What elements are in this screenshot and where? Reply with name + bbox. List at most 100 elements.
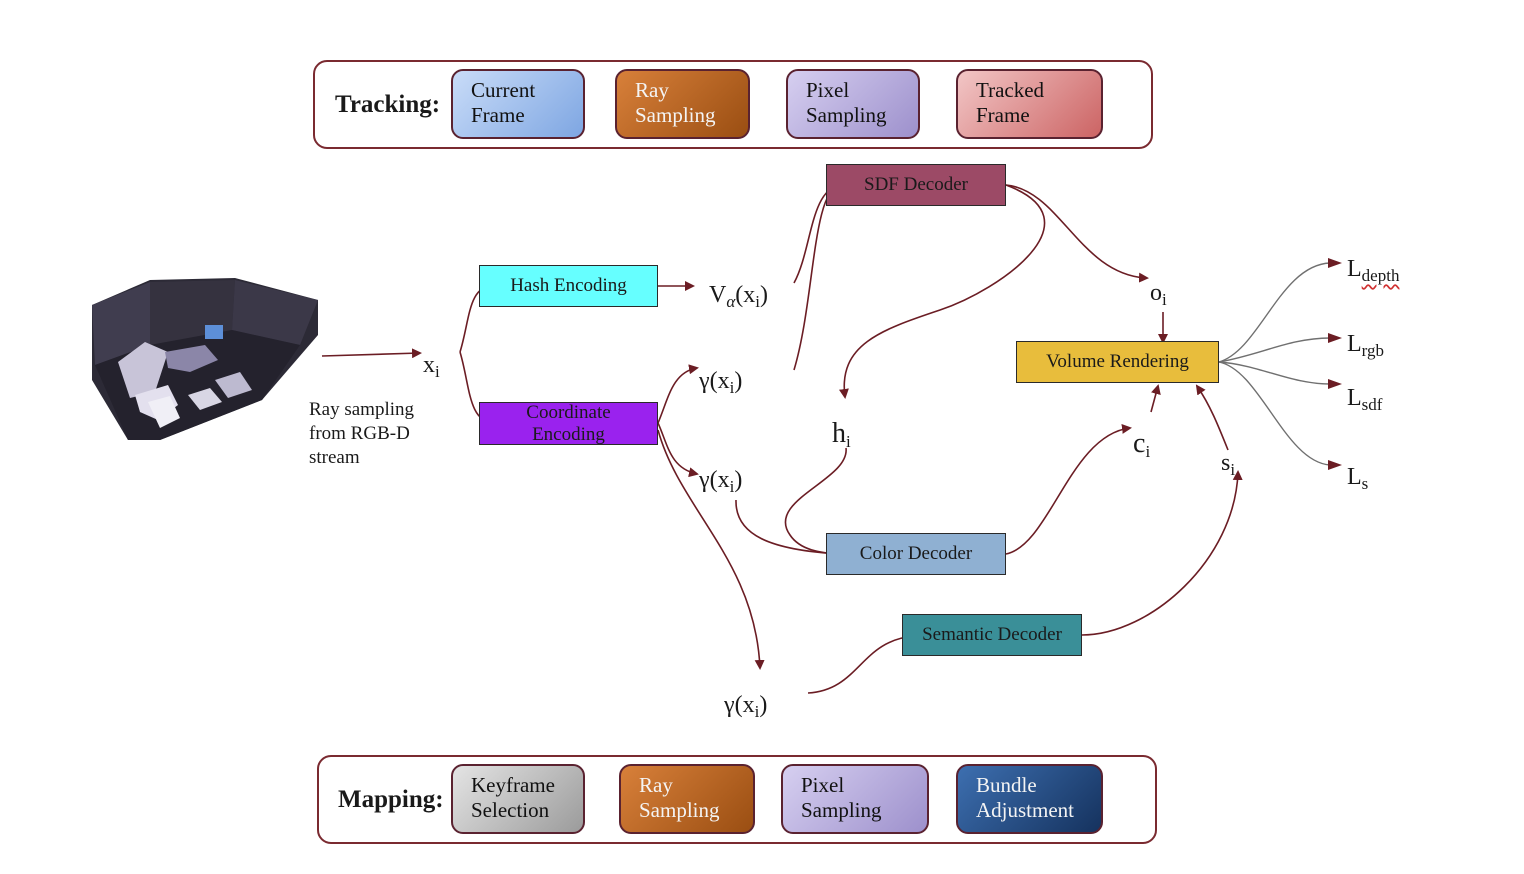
arrow-gamma3-to-semantic xyxy=(807,631,917,694)
arrow-coord-to-gamma1 xyxy=(657,364,699,424)
color-decoder-module: Color Decoder xyxy=(826,533,1006,575)
symbol-s-i: si xyxy=(1221,450,1235,480)
symbol-sub: i xyxy=(435,362,440,381)
loss-sdf: Lsdf xyxy=(1347,385,1382,415)
arrow-coord-to-gamma2 xyxy=(657,422,699,478)
arrowhead-lsdf xyxy=(1328,379,1342,389)
step-label-2: Frame xyxy=(471,103,525,127)
volume-rendering-module: Volume Rendering xyxy=(1016,341,1219,383)
symbol-sub: i xyxy=(846,432,851,451)
arrow-color-to-c xyxy=(1005,423,1132,555)
tracking-step-current-frame: Current Frame xyxy=(451,69,585,139)
coordinate-label-1: Coordinate xyxy=(526,401,611,423)
symbol-v-alpha: Vα(xi) xyxy=(709,282,768,312)
arrow-h-to-color xyxy=(784,447,847,559)
step-label-1: Tracked xyxy=(976,78,1045,102)
loss-rgb: Lrgb xyxy=(1347,331,1384,361)
tracking-step-ray-sampling: Ray Sampling xyxy=(615,69,750,139)
caption-line-1: Ray sampling xyxy=(309,399,415,420)
symbol-close: ) xyxy=(734,467,743,493)
arrowhead-lrgb xyxy=(1328,333,1342,343)
symbol-alpha: α xyxy=(726,292,736,311)
loss-depth: Ldepth xyxy=(1347,256,1399,286)
loss-main: L xyxy=(1347,385,1362,411)
symbol-sub: i xyxy=(1145,442,1151,461)
loss-sub: rgb xyxy=(1361,341,1385,360)
symbol-main: s xyxy=(1221,450,1231,476)
symbol-gamma-3: γ(xi) xyxy=(724,692,767,722)
loss-sub: depth xyxy=(1361,266,1400,285)
step-label-2: Sampling xyxy=(801,798,882,822)
hash-encoding-module: Hash Encoding xyxy=(479,265,658,307)
step-label-1: Bundle xyxy=(976,773,1037,797)
arrow-c-to-volume xyxy=(1150,384,1161,413)
arrow-sdf-to-h xyxy=(838,184,1046,399)
symbol-close: ) xyxy=(734,368,743,394)
step-label-1: Ray xyxy=(635,78,669,102)
symbol-gamma-1: γ(xi) xyxy=(699,368,742,398)
arrow-semantic-to-s xyxy=(1081,470,1243,636)
arrow-image-to-x xyxy=(321,348,422,359)
tracking-title: Tracking: xyxy=(335,91,441,118)
symbol-main: c xyxy=(1133,428,1146,459)
sdf-decoder-module: SDF Decoder xyxy=(826,164,1006,206)
arrow-gamma2-to-color xyxy=(735,499,842,559)
caption-line-2: from RGB-D xyxy=(309,423,410,444)
mapping-step-pixel-sampling: Pixel Sampling xyxy=(781,764,929,834)
mapping-step-keyframe-selection: Keyframe Selection xyxy=(451,764,585,834)
symbol-o-i: oi xyxy=(1150,280,1167,310)
mapping-step-ray-sampling: Ray Sampling xyxy=(619,764,755,834)
step-label-2: Selection xyxy=(471,798,550,822)
symbol-main: h xyxy=(832,418,846,449)
symbol-main: x xyxy=(423,352,435,378)
arrow-coord-to-gamma3 xyxy=(657,429,765,670)
step-label-1: Pixel xyxy=(806,78,850,102)
arrow-volume-to-lrgb xyxy=(1218,337,1331,363)
step-label-2: Sampling xyxy=(639,798,720,822)
mapping-step-bundle-adjustment: Bundle Adjustment xyxy=(956,764,1103,834)
step-label-1: Ray xyxy=(639,773,673,797)
symbol-main: V xyxy=(709,282,727,308)
symbol-main: γ(x xyxy=(699,368,730,394)
tracking-step-pixel-sampling: Pixel Sampling xyxy=(786,69,920,139)
tracking-step-tracked-frame: Tracked Frame xyxy=(956,69,1103,139)
step-label-1: Current xyxy=(471,78,536,102)
step-label-2: Sampling xyxy=(635,103,716,127)
symbol-main: γ(x xyxy=(699,467,730,493)
semantic-decoder-module: Semantic Decoder xyxy=(902,614,1082,656)
symbol-gamma-2: γ(xi) xyxy=(699,467,742,497)
room-reconstruction-image xyxy=(92,278,318,440)
step-label-2: Adjustment xyxy=(976,798,1074,822)
arrow-volume-to-lsdf xyxy=(1218,361,1331,385)
arrow-gamma1-to-sdf xyxy=(793,181,842,371)
symbol-arg: (x xyxy=(735,282,756,308)
symbol-main: γ(x xyxy=(724,692,755,718)
mapping-title: Mapping: xyxy=(338,786,444,813)
caption-line-3: stream xyxy=(309,447,360,468)
coordinate-encoding-module: Coordinate Encoding xyxy=(479,402,658,445)
symbol-sub: i xyxy=(1230,460,1236,479)
loss-main: L xyxy=(1347,331,1362,357)
step-label-2: Frame xyxy=(976,103,1030,127)
symbol-sub: i xyxy=(729,378,735,397)
ray-sampling-caption: Ray sampling from RGB-D stream xyxy=(309,398,414,470)
loss-sub: s xyxy=(1361,474,1369,493)
step-label-1: Pixel xyxy=(801,773,845,797)
coordinate-label-2: Encoding xyxy=(532,423,605,445)
arrow-sdf-to-o xyxy=(1005,184,1149,283)
step-label-1: Keyframe xyxy=(471,773,555,797)
symbol-close: ) xyxy=(759,692,768,718)
symbol-main: o xyxy=(1150,280,1162,306)
symbol-close: ) xyxy=(760,282,769,308)
symbol-c-i: ci xyxy=(1133,428,1150,462)
loss-main: L xyxy=(1347,464,1362,490)
arrow-volume-to-ls xyxy=(1218,361,1331,466)
symbol-sub: i xyxy=(754,702,760,721)
loss-sub: sdf xyxy=(1361,395,1383,414)
symbol-h-i: hi xyxy=(832,418,851,452)
arrowhead-ls xyxy=(1328,460,1342,470)
arrow-s-to-volume xyxy=(1195,384,1229,451)
arrowhead-ldepth xyxy=(1328,258,1342,268)
arrow-volume-to-ldepth xyxy=(1218,262,1331,363)
